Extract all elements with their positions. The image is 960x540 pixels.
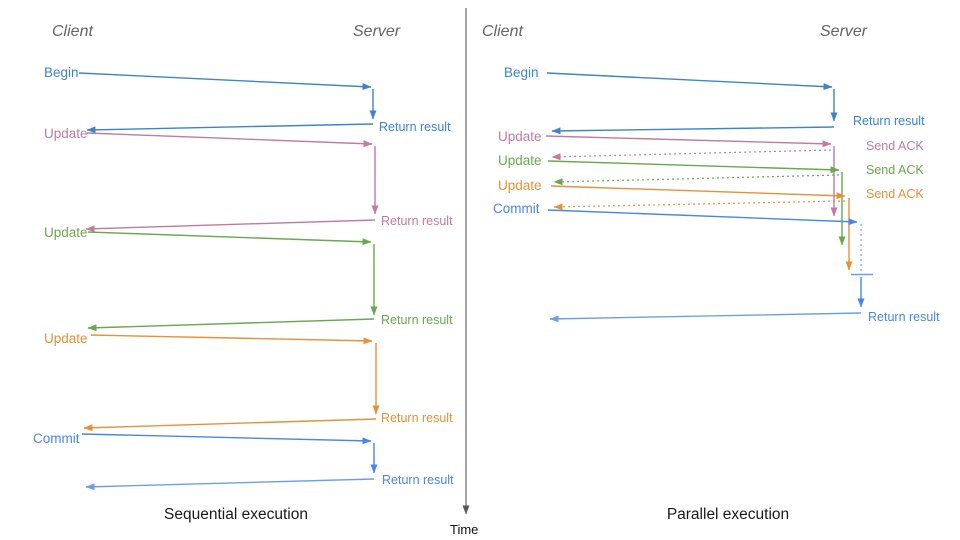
par-commit-response-arrow: [549, 312, 862, 323]
par-msg-begin: Begin Return result: [504, 65, 925, 135]
par-begin-request-arrow: [546, 72, 833, 91]
seq-msg-commit: Commit Return result: [33, 431, 454, 491]
seq-update2-response-label: Return result: [381, 313, 453, 327]
par-commit-response-label: Return result: [868, 310, 940, 324]
seq-commit-response-label: Return result: [382, 473, 454, 487]
par-update2-ack-label: Send ACK: [866, 163, 924, 177]
sequential-caption: Sequential execution: [164, 506, 308, 523]
par-update2-label: Update: [498, 153, 542, 168]
right-server-header: Server: [820, 23, 868, 40]
par-msg-commit: Commit Return result: [493, 201, 940, 324]
seq-update1-response-label: Return result: [381, 214, 453, 228]
seq-commit-label: Commit: [33, 431, 80, 446]
seq-msg-update3: Update Return result: [44, 331, 453, 432]
par-msg-update3: Update Send ACK: [498, 178, 924, 271]
par-commit-request-arrow: [547, 209, 858, 226]
par-msg-update2: Update Send ACK: [498, 153, 924, 246]
par-commit-label: Commit: [493, 201, 540, 216]
parallel-caption: Parallel execution: [667, 506, 789, 523]
seq-update1-response-arrow: [85, 219, 376, 233]
left-server-header: Server: [353, 23, 401, 40]
seq-update1-request-arrow: [86, 132, 373, 148]
seq-msg-update2: Update Return result: [44, 225, 453, 332]
par-begin-label: Begin: [504, 65, 539, 80]
par-update1-ack-label: Send ACK: [866, 139, 924, 153]
par-update2-ack-arrow: [553, 174, 840, 186]
par-begin-response-arrow: [551, 126, 835, 135]
left-client-header: Client: [52, 23, 93, 40]
seq-update2-label: Update: [44, 225, 88, 240]
seq-begin-label: Begin: [44, 65, 79, 80]
par-update3-label: Update: [498, 178, 542, 193]
seq-msg-update1: Update Return result: [44, 126, 453, 233]
par-update1-label: Update: [498, 129, 542, 144]
seq-begin-response-label: Return result: [379, 120, 451, 134]
seq-begin-request-arrow: [78, 72, 372, 91]
seq-update3-label: Update: [44, 331, 88, 346]
par-msg-update1: Update Send ACK: [498, 129, 924, 217]
seq-update3-response-label: Return result: [381, 411, 453, 425]
seq-update3-request-arrow: [90, 334, 373, 345]
seq-update2-response-arrow: [87, 318, 375, 332]
seq-update3-response-arrow: [83, 418, 377, 432]
sequential-panel: Client Server Begin Return result Update…: [33, 23, 454, 523]
seq-update2-request-arrow: [87, 231, 372, 246]
seq-begin-response-arrow: [86, 123, 374, 134]
seq-commit-request-arrow: [81, 433, 372, 445]
par-update3-ack-label: Send ACK: [866, 187, 924, 201]
seq-commit-response-arrow: [85, 478, 375, 491]
time-axis-label: Time: [450, 522, 478, 537]
right-client-header: Client: [482, 23, 523, 40]
par-update2-request-arrow: [547, 160, 840, 174]
par-update1-ack-arrow: [551, 149, 832, 161]
seq-update1-label: Update: [44, 126, 88, 141]
parallel-panel: Client Server Begin Return result Update…: [482, 23, 940, 523]
time-axis: Time: [450, 8, 478, 537]
seq-msg-begin: Begin Return result: [44, 65, 451, 134]
par-update1-request-arrow: [545, 135, 832, 148]
par-update3-request-arrow: [550, 185, 846, 200]
par-update3-ack-arrow: [553, 200, 846, 211]
par-begin-response-label: Return result: [853, 114, 925, 128]
